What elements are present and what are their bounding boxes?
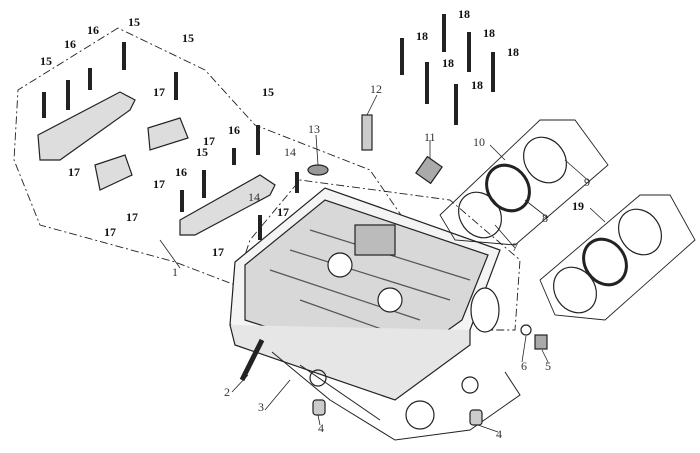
callout-15: 15 <box>196 145 208 159</box>
callout-17: 17 <box>153 177 165 191</box>
callout-15: 15 <box>128 15 140 29</box>
callout-13: 13 <box>308 122 320 136</box>
callout-3: 3 <box>258 400 264 414</box>
camshaft-holders <box>37 91 276 236</box>
callout-18: 18 <box>416 29 428 43</box>
callout-17: 17 <box>212 245 224 259</box>
callout-16: 16 <box>87 23 99 37</box>
callout-4: 4 <box>318 421 324 435</box>
callout-17: 17 <box>153 85 165 99</box>
leader-lines <box>159 94 606 433</box>
intake-pipe-10 <box>458 136 567 239</box>
callout-11: 11 <box>424 130 436 144</box>
callout-16: 16 <box>228 123 240 137</box>
callout-6: 6 <box>521 359 527 373</box>
callout-16: 16 <box>175 165 187 179</box>
callout-17: 17 <box>104 225 116 239</box>
callout-16: 16 <box>64 37 76 51</box>
callout-15: 15 <box>40 54 52 68</box>
oil-seal <box>307 164 329 176</box>
washer <box>520 324 532 336</box>
callout-5: 5 <box>545 359 551 373</box>
callout-10: 10 <box>473 135 485 149</box>
callout-18: 18 <box>471 78 483 92</box>
callout-2: 2 <box>224 385 230 399</box>
camshaft-holder-group-outline <box>13 27 521 331</box>
callout-18: 18 <box>442 56 454 70</box>
plug-bolt <box>534 334 548 350</box>
spark-plug <box>361 114 373 151</box>
callout-17: 17 <box>68 165 80 179</box>
dowel-pin <box>469 409 483 426</box>
cylinder-head <box>229 187 501 401</box>
callout-14: 14 <box>248 190 260 204</box>
dowel-pin <box>312 399 326 416</box>
temperature-sensor <box>415 155 443 185</box>
callout-17: 17 <box>126 210 138 224</box>
gasket-hole <box>461 376 479 394</box>
callout-1: 1 <box>172 265 178 279</box>
gasket-bore <box>405 400 435 430</box>
callout-12: 12 <box>370 82 382 96</box>
callout-18: 18 <box>507 45 519 59</box>
callout-8: 8 <box>542 211 548 225</box>
guide-pin <box>239 338 265 382</box>
callout-17: 17 <box>277 205 289 219</box>
callout-19: 19 <box>572 199 584 213</box>
callout-15: 15 <box>182 31 194 45</box>
callout-18: 18 <box>458 7 470 21</box>
callout-15: 15 <box>262 85 274 99</box>
intake-group-outline <box>439 119 609 246</box>
callout-4: 4 <box>496 427 502 441</box>
intake-group-outline-19 <box>539 194 696 321</box>
callout-7: 7 <box>512 240 518 254</box>
intake-pipe-19 <box>553 208 662 314</box>
callout-18: 18 <box>483 26 495 40</box>
gasket-hole <box>309 369 327 387</box>
callout-17: 17 <box>203 134 215 148</box>
head-gasket <box>271 351 521 441</box>
bolts <box>42 14 495 240</box>
callout-9: 9 <box>584 175 590 189</box>
callout-14: 14 <box>284 145 296 159</box>
